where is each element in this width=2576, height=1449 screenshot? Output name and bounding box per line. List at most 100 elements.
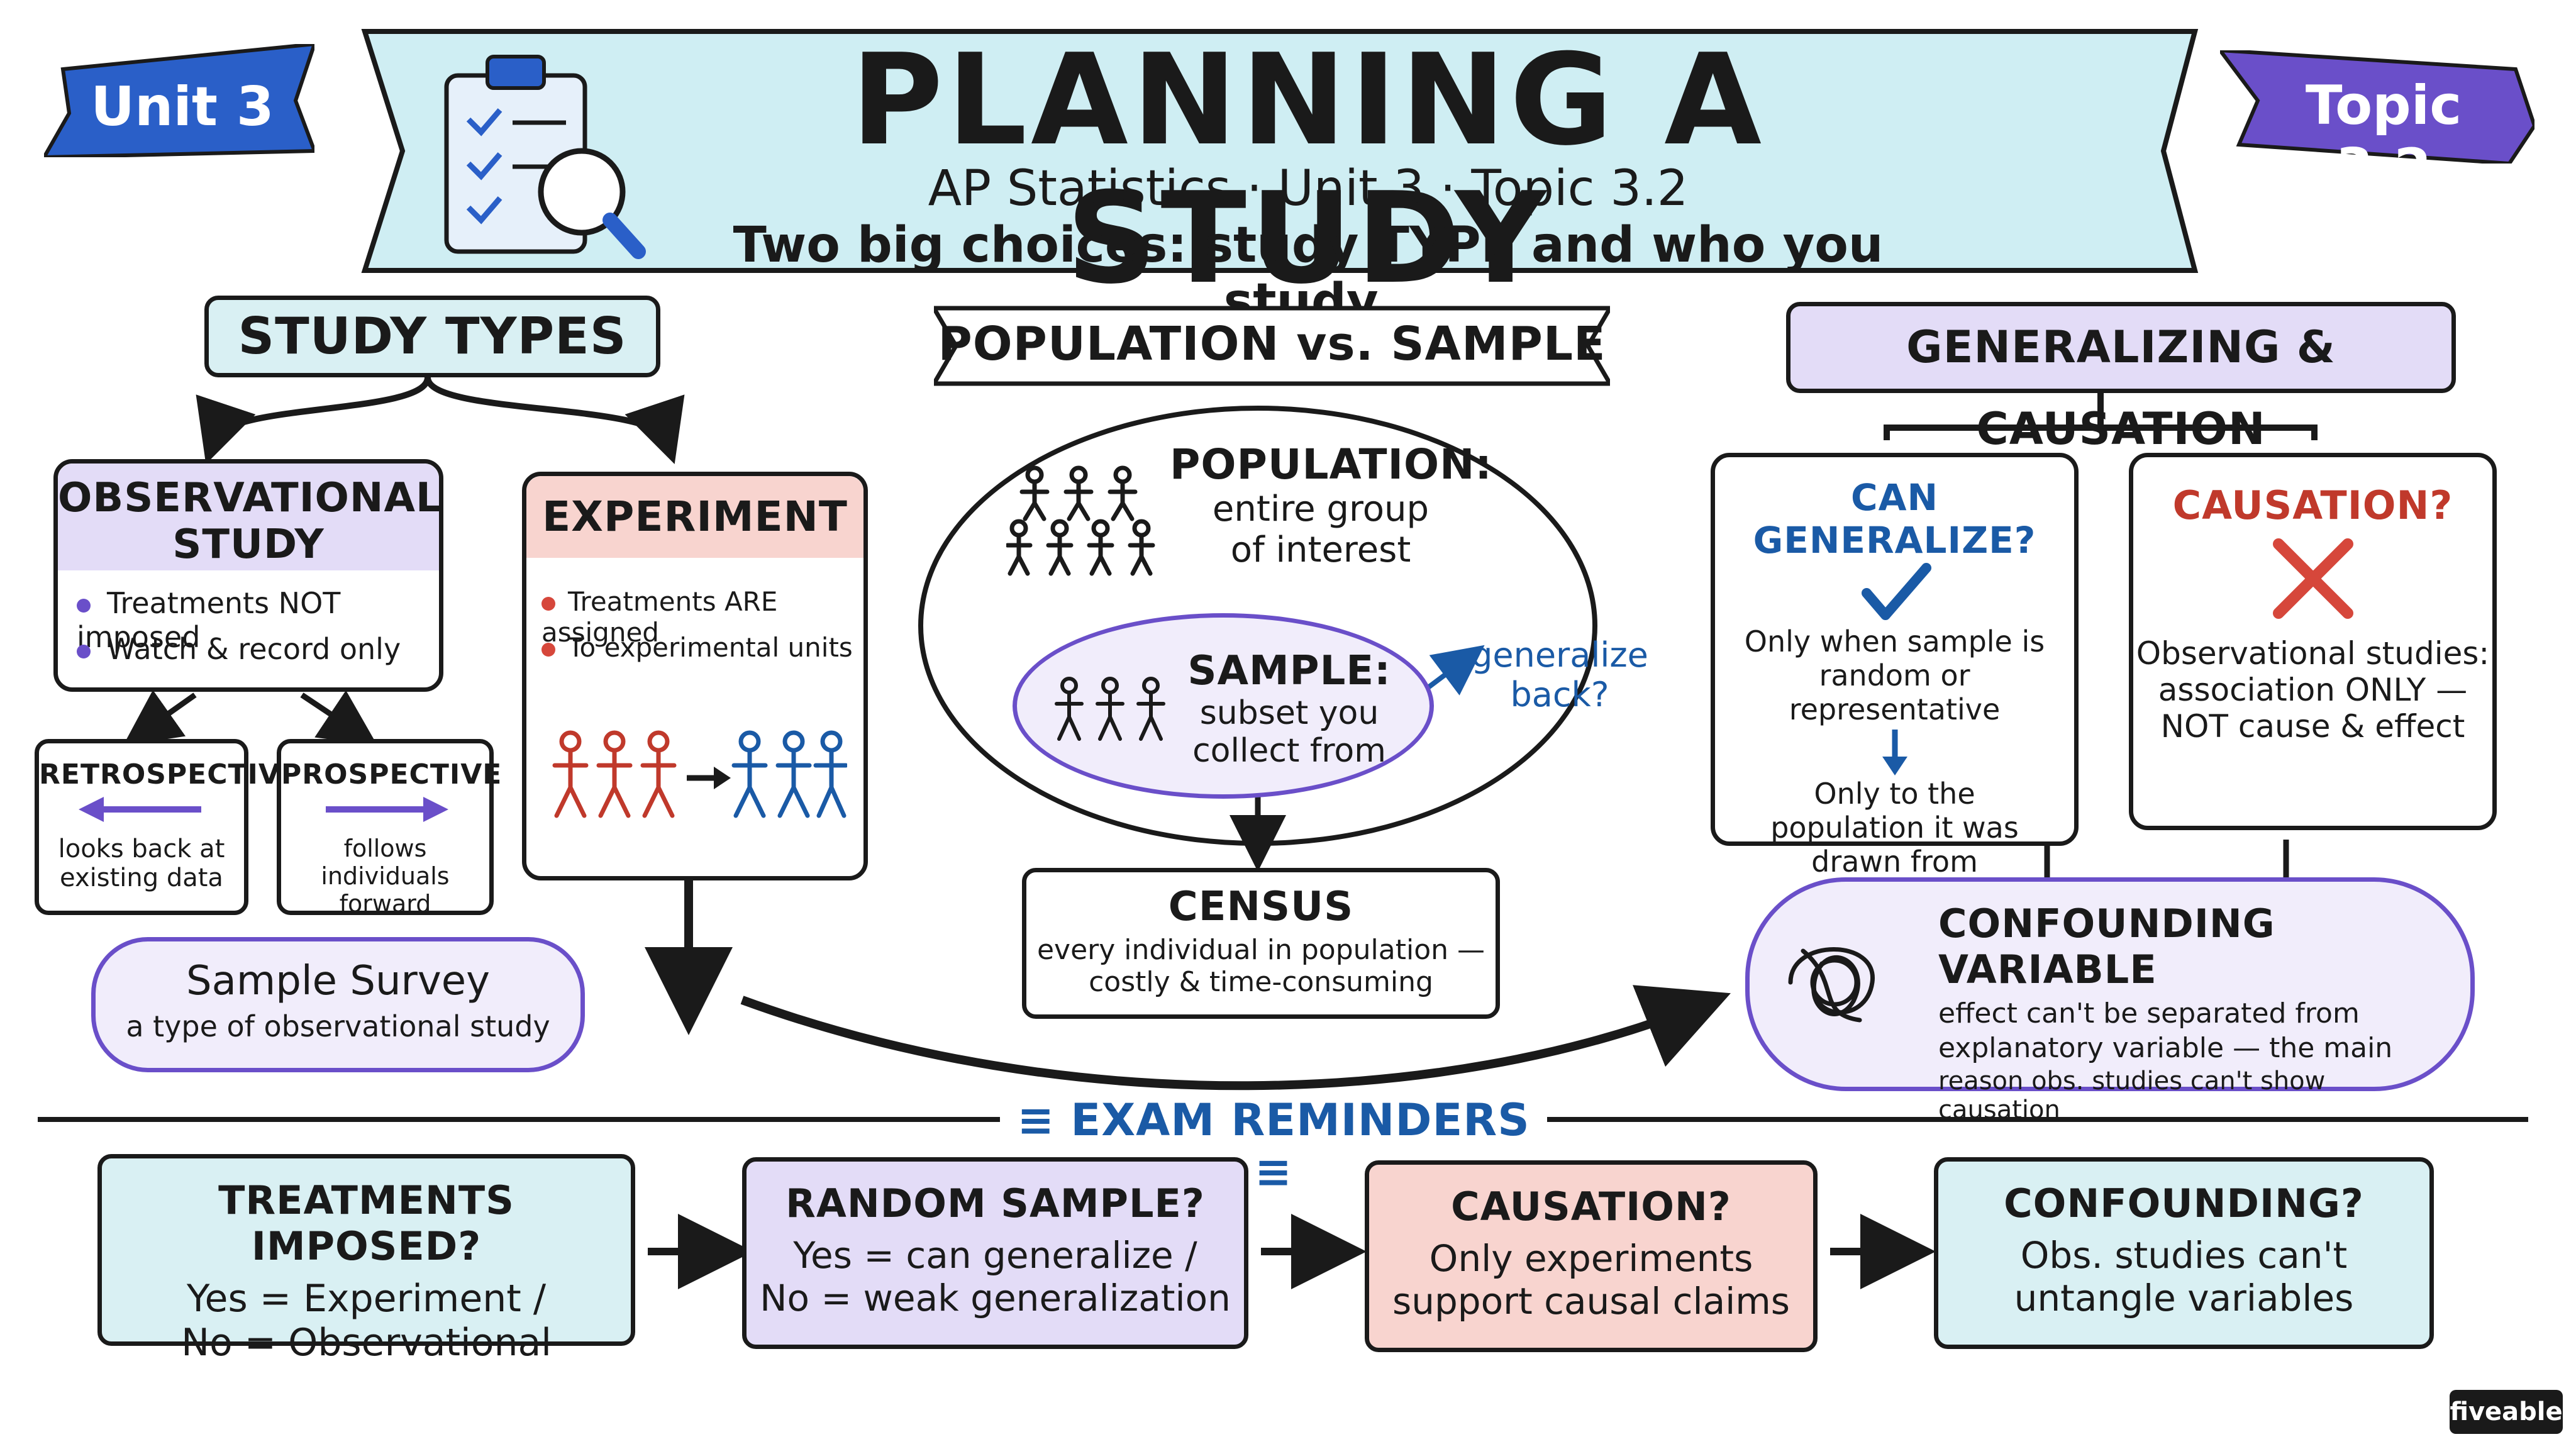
causation-line2: association ONLY — xyxy=(2158,672,2468,708)
red-x-icon xyxy=(2133,528,2492,629)
retrospective-card: RETROSPECTIVE looks back at existing dat… xyxy=(35,739,301,915)
census-line2: costly & time-consuming xyxy=(1089,966,1433,998)
can-generalize-line3: representative xyxy=(1789,692,2001,726)
exam-card-causation-title: CAUSATION? xyxy=(1451,1184,1731,1230)
arrow-right-icon xyxy=(281,791,489,835)
exam-card-random-sample-line2: No = weak generalization xyxy=(760,1277,1231,1319)
generalizing-heading-label: GENERALIZING & CAUSATION xyxy=(1906,321,2336,455)
exam-card-confounding-line1: Obs. studies can't xyxy=(2020,1234,2348,1277)
generalize-back-line2: back? xyxy=(1510,675,1609,714)
can-generalize-line4: Only to the xyxy=(1814,777,1975,811)
sample-text: SAMPLE: subset you collect from xyxy=(1176,648,1402,770)
census-title: CENSUS xyxy=(1168,884,1354,930)
exam-card-treatments-line1: Yes = Experiment / xyxy=(186,1277,547,1321)
exam-card-causation-line2: support causal claims xyxy=(1392,1280,1790,1323)
population-text: POPULATION: entire group of interest xyxy=(1170,440,1492,570)
exam-card-treatments: TREATMENTS IMPOSED? Yes = Experiment / N… xyxy=(97,1154,635,1365)
topic-badge: Topic 3.2 xyxy=(2216,48,2537,200)
can-generalize-line5: population it was xyxy=(1770,811,2019,845)
confounding-line2: explanatory variable — the main xyxy=(1938,1032,2393,1064)
population-people-icon xyxy=(1005,465,1163,579)
header-banner: PLANNING A STUDY AP Statistics · Unit 3 … xyxy=(340,19,2214,330)
exam-card-confounding: CONFOUNDING? Obs. studies can't untangle… xyxy=(1934,1157,2434,1349)
page-subtitle: AP Statistics · Unit 3 · Topic 3.2 xyxy=(928,160,1689,217)
sample-survey-title: Sample Survey xyxy=(186,958,490,1004)
confounding-line3: reason obs. studies can't show causation xyxy=(1938,1067,2326,1124)
exam-card-confounding-line2: untangle variables xyxy=(2014,1277,2354,1319)
observational-title-band: OBSERVATIONAL STUDY xyxy=(58,464,442,570)
can-generalize-line6: drawn from xyxy=(1811,845,1978,879)
generalize-back-note: generalize back? xyxy=(1465,635,1654,714)
sample-survey-subtitle: a type of observational study xyxy=(126,1009,550,1043)
prospective-line1: follows individuals xyxy=(321,835,450,890)
causation-line3: NOT cause & effect xyxy=(2160,708,2465,745)
red-bullet-icon xyxy=(541,596,555,611)
sparkle-right-icon: ≡ xyxy=(1255,1146,1292,1197)
retrospective-line2: existing data xyxy=(60,863,223,892)
experiment-bullet-1: Treatments ARE assigned xyxy=(541,586,863,648)
census-line1: every individual in population — xyxy=(1036,934,1485,966)
generalize-back-line1: generalize xyxy=(1471,635,1648,675)
observational-bullet-1-text: Treatments NOT imposed xyxy=(77,586,341,654)
unit-badge: Unit 3 xyxy=(40,42,318,160)
sparkle-left-icon: ≡ xyxy=(1017,1094,1071,1146)
study-types-heading: STUDY TYPES xyxy=(204,296,660,377)
generalizing-heading: GENERALIZING & CAUSATION xyxy=(1786,302,2456,455)
checkmark-icon xyxy=(1715,562,2074,625)
sample-line2: collect from xyxy=(1192,732,1386,770)
can-generalize-line1: Only when sample is xyxy=(1744,625,2045,658)
exam-card-causation-line1: Only experiments xyxy=(1429,1237,1753,1280)
purple-bullet-icon xyxy=(77,644,91,658)
topic-badge-label: Topic 3.2 xyxy=(2305,74,2462,200)
fiveable-logo: fiveable xyxy=(2450,1390,2563,1434)
exam-card-confounding-title: CONFOUNDING? xyxy=(2004,1180,2364,1226)
confounding-cloud: CONFOUNDING VARIABLE effect can't be sep… xyxy=(1745,877,2475,1124)
experiment-bullet-2-text: To experimental units xyxy=(568,632,853,663)
exam-card-treatments-line2: No = Observational xyxy=(181,1321,552,1365)
purple-bullet-icon xyxy=(77,598,91,613)
population-title: POPULATION: xyxy=(1170,440,1492,489)
confounding-line1: effect can't be separated from xyxy=(1938,997,2360,1030)
causation-card: CAUSATION? Observational studies: associ… xyxy=(2129,453,2497,830)
page-title: PLANNING A STUDY xyxy=(851,27,1765,312)
population-oval xyxy=(918,406,1597,846)
study-types-heading-label: STUDY TYPES xyxy=(238,307,627,365)
exam-card-treatments-title: TREATMENTS IMPOSED? xyxy=(218,1177,514,1269)
observational-title-line1: OBSERVATIONAL xyxy=(58,475,442,521)
fiveable-logo-label: fiveable xyxy=(2450,1397,2563,1426)
experiment-title: EXPERIMENT xyxy=(542,492,848,541)
red-bullet-icon xyxy=(541,642,555,657)
observational-title-line2: STUDY xyxy=(172,521,325,568)
observational-study-card: OBSERVATIONAL STUDY Treatments NOT impos… xyxy=(53,459,443,692)
observational-bullet-2: Watch & record only xyxy=(77,632,401,666)
can-generalize-title: CAN GENERALIZE? xyxy=(1753,476,2036,562)
clipboard-magnifier-icon xyxy=(434,38,648,264)
prospective-line2: forward xyxy=(339,890,431,918)
sample-survey-bubble: Sample Survey a type of observational st… xyxy=(91,937,585,1072)
population-line2: of interest xyxy=(1230,530,1411,570)
causation-title: CAUSATION? xyxy=(2172,482,2453,528)
experiment-bullet-2: To experimental units xyxy=(541,632,853,663)
exam-reminders-heading-label: EXAM REMINDERS xyxy=(1070,1094,1530,1146)
unit-badge-label: Unit 3 xyxy=(91,75,274,138)
experiment-bullet-1-text: Treatments ARE assigned xyxy=(541,586,778,648)
exam-card-causation: CAUSATION? Only experiments support caus… xyxy=(1365,1160,1818,1352)
sample-people-icon xyxy=(1050,676,1170,745)
causation-line1: Observational studies: xyxy=(2136,635,2490,672)
exam-card-random-sample-title: RANDOM SAMPLE? xyxy=(786,1180,1205,1226)
treatment-people-icon xyxy=(552,728,848,822)
arrow-left-icon xyxy=(39,791,244,835)
sample-title: SAMPLE: xyxy=(1187,648,1391,694)
observational-bullet-1: Treatments NOT imposed xyxy=(77,586,439,654)
experiment-title-band: EXPERIMENT xyxy=(526,476,863,558)
sample-line1: subset you xyxy=(1199,694,1379,732)
retrospective-title: RETROSPECTIVE xyxy=(39,758,301,791)
retrospective-line1: looks back at xyxy=(58,835,225,863)
population-line1: entire group xyxy=(1212,489,1430,530)
observational-bullet-2-text: Watch & record only xyxy=(107,632,401,666)
prospective-card: PROSPECTIVE follows individuals forward xyxy=(277,739,501,918)
sample-oval xyxy=(1013,613,1434,799)
census-card: CENSUS every individual in population — … xyxy=(1022,868,1500,1019)
experiment-card: EXPERIMENT Treatments ARE assigned To ex… xyxy=(522,472,868,880)
confounding-text: CONFOUNDING VARIABLE effect can't be sep… xyxy=(1938,901,2454,1124)
